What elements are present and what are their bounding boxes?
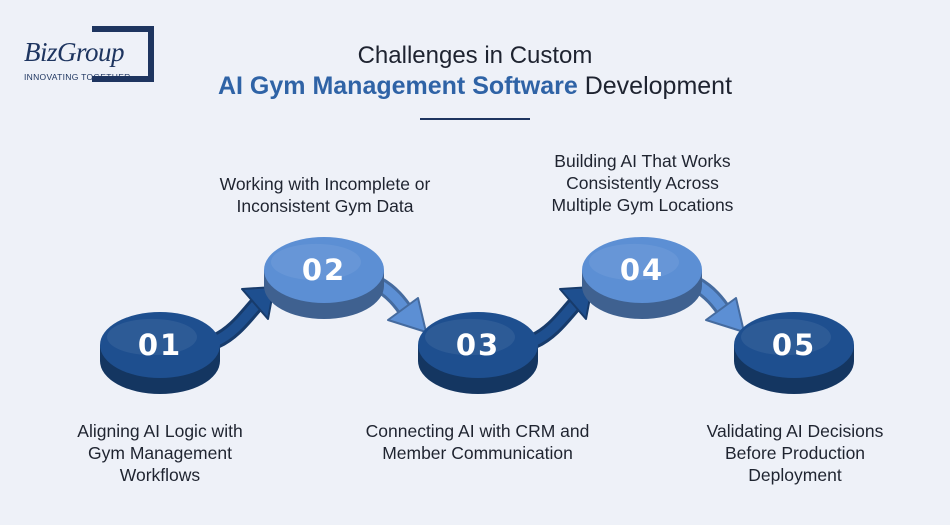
step-04-label: Building AI That Works Consistently Acro… bbox=[551, 151, 734, 215]
bizgroup-logo: BizGroup INNOVATING TOGETHER bbox=[22, 26, 162, 86]
step-05-disc: 05 bbox=[734, 312, 854, 394]
step-01-label: Aligning AI Logic with Gym Management Wo… bbox=[77, 421, 243, 485]
step-03-label: Connecting AI with CRM and Member Commun… bbox=[365, 421, 590, 463]
connector-arrow-3 bbox=[526, 286, 593, 349]
step-02-number: 02 bbox=[302, 253, 346, 287]
title-underline bbox=[420, 118, 530, 120]
step-03-number: 03 bbox=[456, 328, 500, 362]
step-04-disc: 04 bbox=[582, 237, 702, 319]
page-title-rest: Development bbox=[577, 72, 733, 100]
step-05-label: Validating AI Decisions Before Productio… bbox=[706, 421, 884, 485]
page-title-highlight: AI Gym Management Software bbox=[217, 72, 578, 100]
connector-arrow-2 bbox=[370, 276, 427, 333]
step-01-disc: 01 bbox=[100, 312, 220, 394]
page-title-line2: AI Gym Management Software Development bbox=[0, 72, 950, 101]
page-title-line1: Challenges in Custom bbox=[357, 42, 593, 69]
step-05-number: 05 bbox=[772, 328, 816, 362]
step-01-number: 01 bbox=[138, 328, 182, 362]
step-02-label: Working with Incomplete or Inconsistent … bbox=[219, 174, 431, 216]
step-04-number: 04 bbox=[620, 253, 664, 287]
logo-frame bbox=[92, 26, 154, 82]
step-discs: 01 02 03 04 05 bbox=[100, 237, 854, 394]
logo-wordmark: BizGroup bbox=[24, 37, 127, 68]
connector-arrow-1 bbox=[208, 286, 275, 349]
connector-arrow-4 bbox=[688, 276, 745, 333]
step-02-disc: 02 bbox=[264, 237, 384, 319]
logo-tagline: INNOVATING TOGETHER bbox=[24, 72, 131, 82]
step-03-disc: 03 bbox=[418, 312, 538, 394]
